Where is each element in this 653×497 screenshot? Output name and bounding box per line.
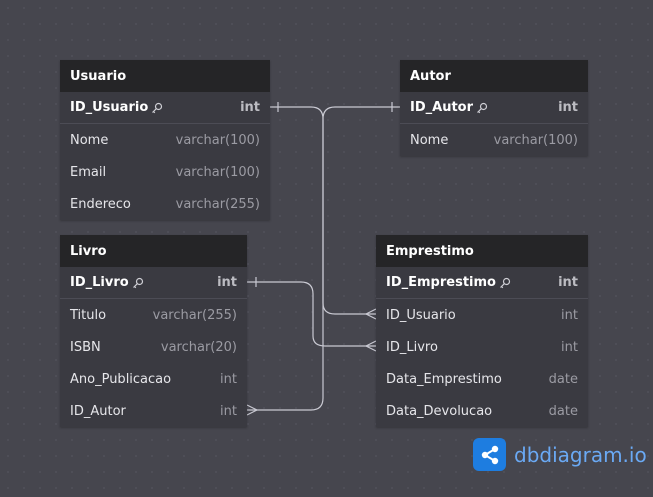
field-type: int xyxy=(561,307,578,323)
rel-usuario-emprestimo xyxy=(270,106,376,315)
field-type: int xyxy=(220,371,237,387)
field-row[interactable]: ID_Usuario int xyxy=(376,299,588,331)
field-row[interactable]: ID_Autor int xyxy=(400,92,588,124)
field-name: ISBN xyxy=(70,339,101,355)
field-type: date xyxy=(548,403,578,419)
field-row[interactable]: ID_Livro int xyxy=(376,331,588,363)
field-name: ID_Emprestimo xyxy=(386,275,511,290)
table-header[interactable]: Emprestimo xyxy=(376,235,588,267)
key-icon xyxy=(152,102,163,113)
field-type: date xyxy=(548,371,578,387)
field-type: varchar(100) xyxy=(175,132,260,148)
key-icon xyxy=(132,277,143,288)
field-name: ID_Livro xyxy=(70,275,144,290)
field-row[interactable]: Email varchar(100) xyxy=(60,156,270,188)
rel-livro-emprestimo xyxy=(247,281,376,347)
table-header[interactable]: Autor xyxy=(400,60,588,92)
field-row[interactable]: Nome varchar(100) xyxy=(400,124,588,156)
field-row[interactable]: Nome varchar(100) xyxy=(60,124,270,156)
field-type: varchar(255) xyxy=(175,196,260,212)
table-emprestimo[interactable]: Emprestimo ID_Emprestimo int ID_Usuario … xyxy=(376,235,588,427)
field-type: int xyxy=(558,100,578,115)
field-name: ID_Livro xyxy=(386,339,438,355)
field-type: int xyxy=(558,275,578,290)
field-row[interactable]: Ano_Publicacao int xyxy=(60,363,247,395)
brand-text: dbdiagram.io xyxy=(514,442,647,467)
field-name: ID_Autor xyxy=(410,100,488,115)
field-name: Data_Emprestimo xyxy=(386,371,502,387)
field-type: varchar(255) xyxy=(152,307,237,323)
field-row[interactable]: ID_Livro int xyxy=(60,267,247,299)
table-usuario[interactable]: Usuario ID_Usuario int Nome varchar(100)… xyxy=(60,60,270,220)
field-name: Nome xyxy=(70,132,109,148)
field-row[interactable]: ISBN varchar(20) xyxy=(60,331,247,363)
field-type: varchar(100) xyxy=(493,132,578,148)
table-autor[interactable]: Autor ID_Autor int Nome varchar(100) xyxy=(400,60,588,156)
field-name: Endereco xyxy=(70,196,131,212)
field-name: ID_Usuario xyxy=(386,307,456,323)
key-icon xyxy=(477,102,488,113)
field-type: int xyxy=(240,100,260,115)
field-row[interactable]: Titulo varchar(255) xyxy=(60,299,247,331)
field-name: Titulo xyxy=(70,307,107,323)
field-type: varchar(20) xyxy=(160,339,237,355)
table-header[interactable]: Usuario xyxy=(60,60,270,92)
field-type: int xyxy=(561,339,578,355)
brand-watermark[interactable]: dbdiagram.io xyxy=(473,438,647,471)
field-row[interactable]: ID_Autor int xyxy=(60,395,247,427)
table-livro[interactable]: Livro ID_Livro int Titulo varchar(255) I… xyxy=(60,235,247,427)
field-name: Nome xyxy=(410,132,449,148)
field-type: varchar(100) xyxy=(175,164,260,180)
field-row[interactable]: Endereco varchar(255) xyxy=(60,188,270,220)
field-row[interactable]: ID_Usuario int xyxy=(60,92,270,124)
field-name: Data_Devolucao xyxy=(386,403,493,419)
field-row[interactable]: Data_Emprestimo date xyxy=(376,363,588,395)
field-name: ID_Autor xyxy=(70,403,126,419)
field-type: int xyxy=(220,403,237,419)
field-row[interactable]: Data_Devolucao date xyxy=(376,395,588,427)
field-name: ID_Usuario xyxy=(70,100,163,115)
key-icon xyxy=(500,277,511,288)
field-name: Ano_Publicacao xyxy=(70,371,172,387)
field-type: int xyxy=(217,275,237,290)
table-header[interactable]: Livro xyxy=(60,235,247,267)
field-name: Email xyxy=(70,164,107,180)
field-row[interactable]: ID_Emprestimo int xyxy=(376,267,588,299)
dbdiagram-logo-icon xyxy=(473,438,506,471)
